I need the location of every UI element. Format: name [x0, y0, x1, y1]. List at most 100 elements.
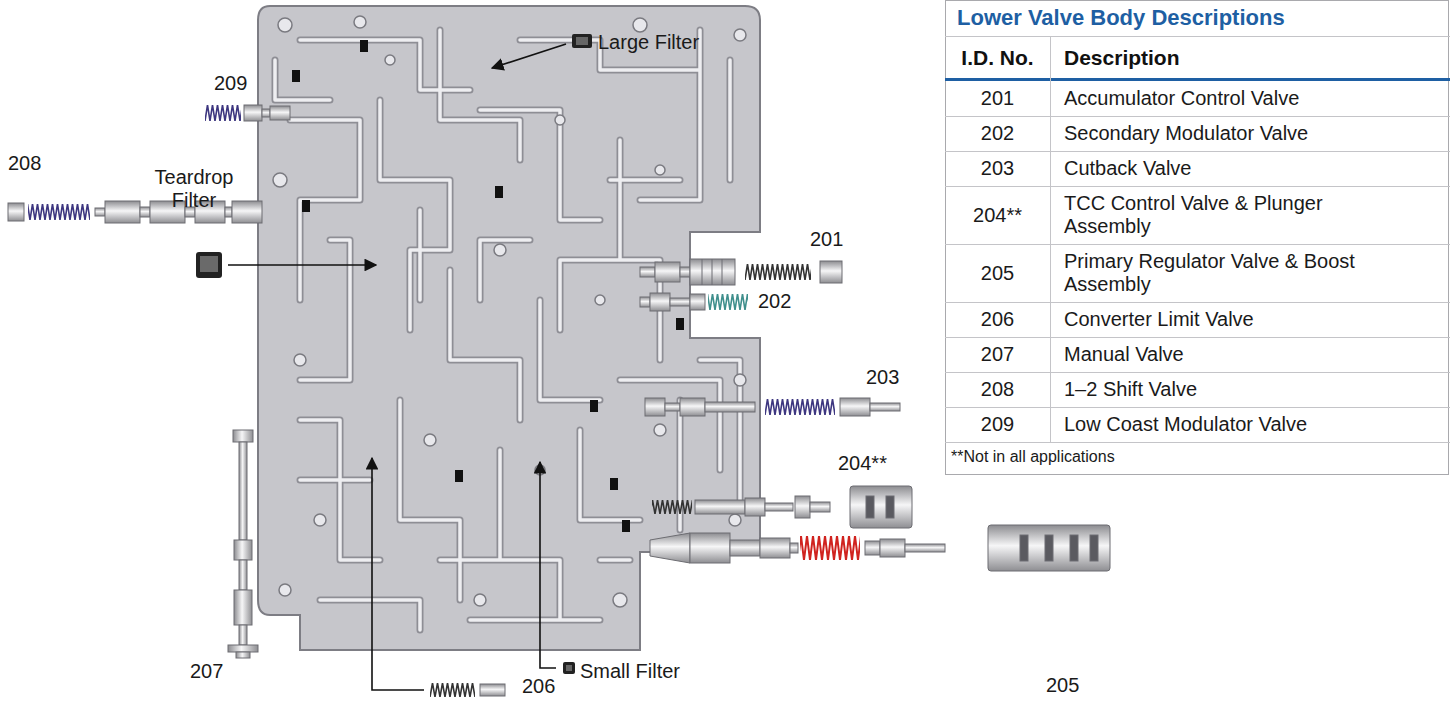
illustration-part — [275, 30, 740, 630]
illustration-part — [880, 539, 905, 557]
illustration-part — [196, 252, 222, 278]
table-line — [945, 244, 1450, 245]
illustration-part — [292, 70, 300, 82]
table-line — [945, 442, 1450, 443]
table-cell: Accumulator Control Valve — [1064, 87, 1364, 110]
illustration-part — [690, 533, 730, 563]
illustration-part — [765, 399, 835, 415]
callout-label: 204** — [838, 452, 887, 475]
valve-201 — [640, 259, 842, 285]
illustration-part — [234, 590, 252, 625]
illustration-part — [650, 293, 670, 311]
illustration-part — [734, 29, 746, 41]
illustration-part — [665, 403, 680, 411]
table-header: I.D. No. — [945, 46, 1050, 70]
illustration-part — [810, 502, 830, 512]
illustration-part — [566, 665, 572, 671]
illustration-part — [140, 207, 150, 217]
table-cell: 203 — [945, 157, 1050, 180]
illustration-part — [232, 201, 262, 223]
illustration-part — [236, 652, 250, 658]
table-cell: Cutback Valve — [1064, 157, 1364, 180]
illustration-part — [702, 259, 703, 285]
illustration-part — [555, 115, 565, 125]
illustration-part — [705, 402, 755, 412]
illustration-part — [734, 374, 746, 386]
callout-label: 202 — [758, 290, 791, 313]
callout-label: 207 — [190, 660, 223, 683]
illustration-part — [294, 354, 306, 366]
illustration-part — [1070, 535, 1078, 561]
illustration-part — [239, 442, 247, 540]
illustration-part — [239, 625, 247, 645]
table-cell: 201 — [945, 87, 1050, 110]
filter-icon — [196, 34, 592, 674]
table-line — [945, 372, 1450, 373]
illustration-part — [610, 478, 618, 490]
table-cell: 206 — [945, 308, 1050, 331]
illustration-part — [655, 165, 665, 175]
illustration-part — [865, 541, 880, 555]
illustration-part — [820, 261, 842, 283]
illustration-part — [840, 398, 870, 416]
illustration-part — [886, 496, 894, 518]
illustration-part — [563, 662, 575, 674]
callout-label: Teardrop Filter — [138, 166, 250, 212]
table-cell: 207 — [945, 343, 1050, 366]
valve-208 — [8, 201, 262, 223]
illustration-part — [8, 203, 24, 221]
illustration-part — [385, 55, 395, 65]
illustration-part — [722, 259, 723, 285]
illustration-part — [540, 462, 556, 668]
valve-206 — [430, 683, 505, 697]
illustration-part — [590, 400, 598, 412]
illustration-part — [1020, 535, 1028, 561]
illustration-part — [258, 6, 760, 650]
illustration-part — [866, 496, 874, 518]
illustration-part — [494, 244, 506, 256]
illustration-part — [655, 262, 680, 282]
illustration-part — [28, 204, 90, 220]
illustration-part — [474, 594, 486, 606]
illustration-part — [233, 430, 253, 442]
illustration-part — [270, 106, 290, 120]
valve-205 — [650, 525, 1110, 571]
valve-202 — [640, 293, 748, 311]
illustration-part — [800, 536, 860, 560]
illustration-part — [234, 540, 252, 560]
callout-label: 203 — [866, 366, 899, 389]
valve-207 — [228, 430, 258, 658]
illustration-part — [275, 30, 740, 630]
table-cell: 202 — [945, 122, 1050, 145]
illustration-part — [1045, 535, 1053, 561]
illustration-part — [652, 500, 692, 514]
illustration-part — [640, 297, 650, 307]
valve-203 — [645, 398, 900, 416]
illustration-part — [354, 16, 366, 28]
table-cell: Secondary Modulator Valve — [1064, 122, 1364, 145]
illustration-part — [314, 514, 326, 526]
callout-label: 201 — [810, 228, 843, 251]
illustration-part — [225, 207, 232, 217]
illustration-part — [495, 186, 503, 198]
callout-label: 209 — [214, 72, 247, 95]
table-cell: Primary Regulator Valve & Boost Assembly — [1064, 250, 1364, 296]
table-cell: Converter Limit Valve — [1064, 308, 1364, 331]
table-cell: 204** — [945, 204, 1050, 227]
illustration-part — [228, 645, 258, 652]
illustration-part — [228, 264, 376, 266]
illustration-part — [988, 525, 1110, 571]
table-line — [945, 407, 1450, 408]
illustration-part — [372, 458, 424, 690]
illustration-part — [745, 264, 811, 280]
table-line — [945, 186, 1450, 187]
table-footnote: **Not in all applications — [951, 448, 1115, 466]
illustration-part — [730, 540, 760, 556]
illustration-part — [695, 500, 745, 514]
table-line — [945, 151, 1450, 152]
table-cell: 1–2 Shift Valve — [1064, 378, 1364, 401]
illustration-part — [492, 44, 566, 68]
illustration-part — [680, 267, 690, 277]
table-header-rule — [945, 78, 1450, 81]
